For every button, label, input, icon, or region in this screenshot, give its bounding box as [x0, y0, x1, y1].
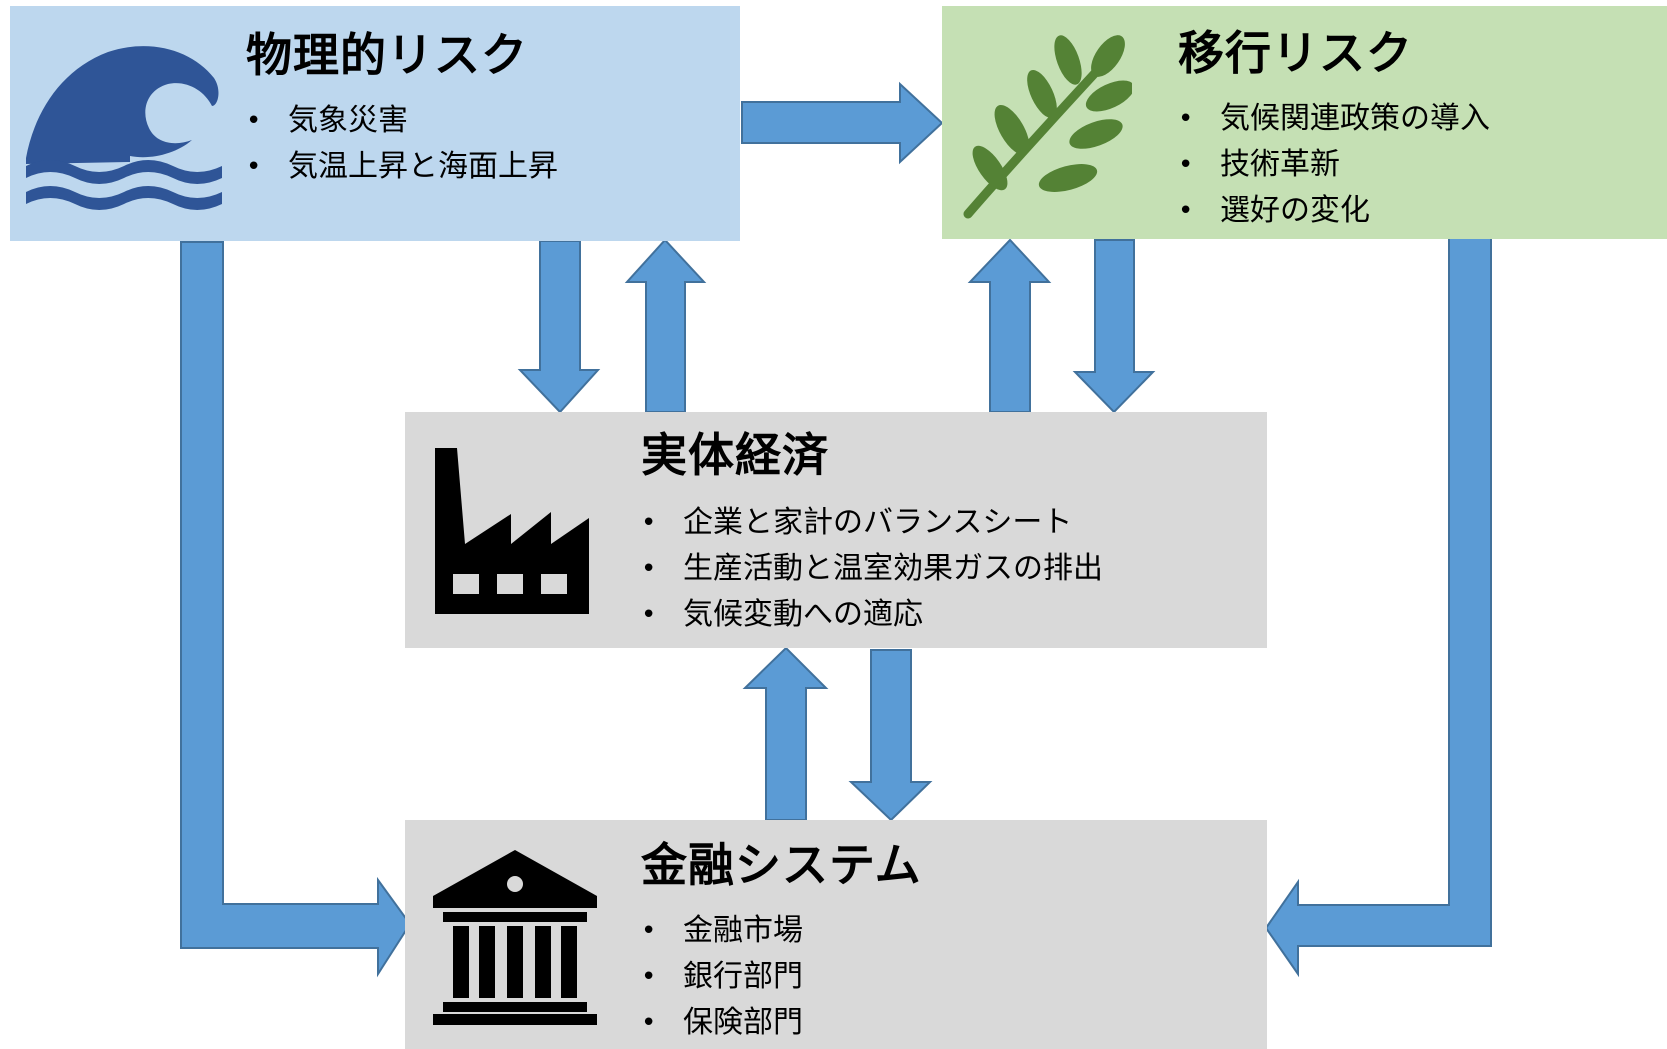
arrow-economy-to-physical	[624, 238, 707, 413]
real-economy-title: 実体経済	[641, 428, 829, 482]
list-item: 気候変動への適応	[641, 592, 1103, 638]
physical-risk-title: 物理的リスク	[246, 28, 528, 82]
arrow-economy-to-finance	[848, 649, 933, 822]
wave-icon	[26, 46, 222, 210]
arrow-physical-to-transition	[741, 81, 944, 165]
arrow-physical-to-economy	[517, 240, 601, 414]
list-item: 気候関連政策の導入	[1178, 96, 1490, 142]
transition-risk-list: 気候関連政策の導入 技術革新 選好の変化	[1178, 96, 1490, 234]
financial-system-list: 金融市場 銀行部門 保険部門	[641, 908, 803, 1046]
arrow-finance-to-economy	[742, 646, 829, 821]
list-item: 気象災害	[246, 98, 558, 144]
leaf-branch-icon	[963, 35, 1132, 219]
list-item: 選好の変化	[1178, 188, 1490, 234]
list-item: 技術革新	[1178, 142, 1490, 188]
financial-system-box: 金融システム 金融市場 銀行部門 保険部門	[405, 820, 1267, 1049]
list-item: 金融市場	[641, 908, 803, 954]
arrow-transition-to-finance	[1264, 236, 1492, 978]
arrow-physical-to-finance	[180, 241, 412, 978]
list-item: 気温上昇と海面上昇	[246, 144, 558, 190]
factory-icon	[435, 448, 589, 614]
transition-risk-title: 移行リスク	[1178, 26, 1413, 80]
financial-system-title: 金融システム	[641, 838, 922, 892]
physical-risk-list: 気象災害 気温上昇と海面上昇	[246, 98, 558, 190]
arrow-economy-to-transition	[967, 238, 1052, 413]
physical-risk-box: 物理的リスク 気象災害 気温上昇と海面上昇	[10, 6, 740, 241]
list-item: 企業と家計のバランスシート	[641, 500, 1103, 546]
real-economy-list: 企業と家計のバランスシート 生産活動と温室効果ガスの排出 気候変動への適応	[641, 500, 1103, 638]
list-item: 生産活動と温室効果ガスの排出	[641, 546, 1103, 592]
list-item: 保険部門	[641, 1000, 803, 1046]
list-item: 銀行部門	[641, 954, 803, 1000]
transition-risk-box: 移行リスク 気候関連政策の導入 技術革新 選好の変化	[942, 6, 1667, 239]
arrow-transition-to-economy	[1072, 239, 1156, 414]
bank-icon	[433, 850, 597, 1025]
real-economy-box: 実体経済 企業と家計のバランスシート 生産活動と温室効果ガスの排出 気候変動への…	[405, 412, 1267, 648]
